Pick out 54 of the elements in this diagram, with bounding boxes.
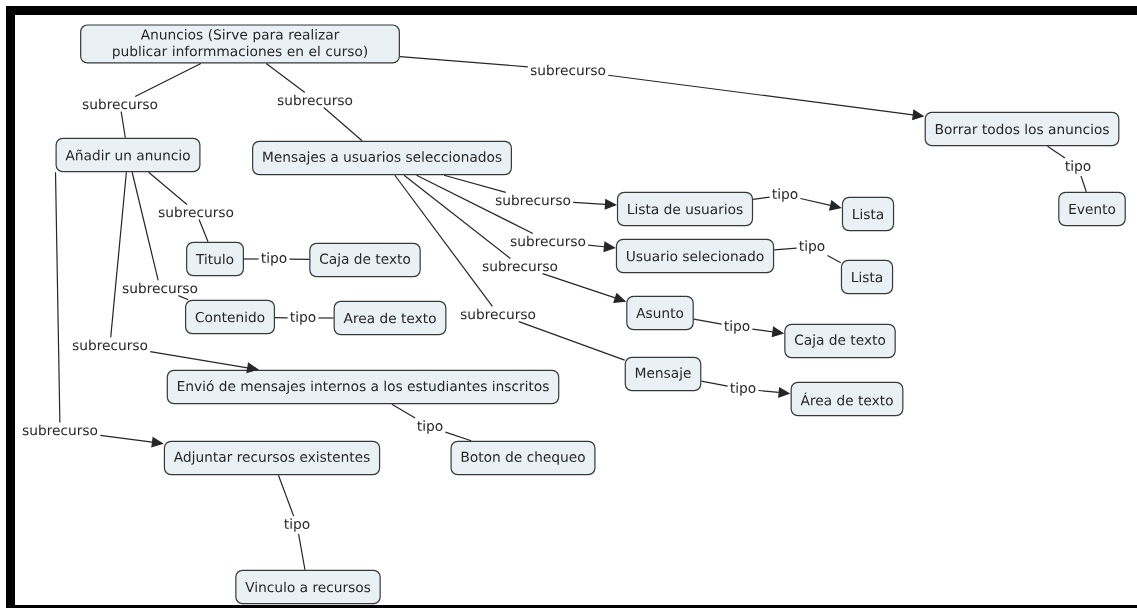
edge-label: subrecurso xyxy=(20,422,100,438)
concept-box: Area de texto xyxy=(333,300,447,336)
edge-label: subrecurso xyxy=(458,306,538,322)
concept-box: Lista de usuarios xyxy=(616,191,754,227)
connector-line xyxy=(1046,145,1087,193)
concept-box: Evento xyxy=(1058,191,1126,227)
edge-label: tipo xyxy=(1062,158,1094,176)
connector-line xyxy=(131,171,189,301)
edge-label: tipo xyxy=(769,186,801,204)
concept-box: Borrar todos los anuncios xyxy=(924,111,1120,147)
concept-box: Lista xyxy=(840,259,894,295)
edge-label: subrecurso xyxy=(493,192,573,208)
concept-box: Boton de chequeo xyxy=(450,440,596,476)
edge-label: tipo xyxy=(414,418,446,436)
arrow xyxy=(752,196,842,211)
edge-label: tipo xyxy=(796,238,828,256)
concept-box: Mensajes a usuarios seleccionados xyxy=(252,140,512,176)
edge-label: subrecurso xyxy=(80,96,160,112)
concept-box: Vinculo a recursos xyxy=(235,569,381,605)
concept-box: Mensaje xyxy=(624,356,702,392)
edge-label: subrecurso xyxy=(480,258,560,274)
concept-box: Adjuntar recursos existentes xyxy=(163,440,381,476)
concept-box: Contenido xyxy=(185,299,276,335)
edge-label: subrecurso xyxy=(120,280,200,296)
concept-box: Envió de mensajes internos a los estudiantes inscritos xyxy=(166,369,560,405)
connector-line xyxy=(274,317,335,319)
connector-line xyxy=(773,247,842,264)
edge-label: tipo xyxy=(281,516,313,534)
concept-box: Caja de texto xyxy=(309,242,421,278)
concept-box: Añadir un anuncio xyxy=(55,137,201,173)
concept-box: Titulo xyxy=(186,241,244,277)
concept-box: Área de texto xyxy=(790,381,904,417)
edge-label: tipo xyxy=(287,309,319,327)
edge-label: subrecurso xyxy=(70,337,150,353)
edge-label: tipo xyxy=(721,318,753,336)
connector-line xyxy=(243,258,310,260)
connector-line xyxy=(265,63,363,142)
arrow xyxy=(443,174,617,210)
concept-box: Asunto xyxy=(626,295,694,331)
concept-box: Usuario selecionado xyxy=(615,238,775,274)
edge-label: tipo xyxy=(258,250,290,268)
concept-box: Anuncios (Sirve para realizar publicar informmaciones en el curso) xyxy=(80,24,400,64)
edge-label: subrecurso xyxy=(156,204,236,220)
concept-box: Caja de texto xyxy=(784,323,896,359)
edge-label: subrecurso xyxy=(275,92,355,108)
connector-line xyxy=(391,403,472,442)
concept-box: Lista xyxy=(841,196,895,232)
connector-line xyxy=(148,171,209,243)
edge-label: subrecurso xyxy=(508,233,588,249)
connector-line xyxy=(120,63,202,139)
connector-line xyxy=(277,474,306,571)
edge-label: subrecurso xyxy=(528,62,608,78)
connector-line xyxy=(394,174,626,361)
edge-label: tipo xyxy=(727,380,759,398)
